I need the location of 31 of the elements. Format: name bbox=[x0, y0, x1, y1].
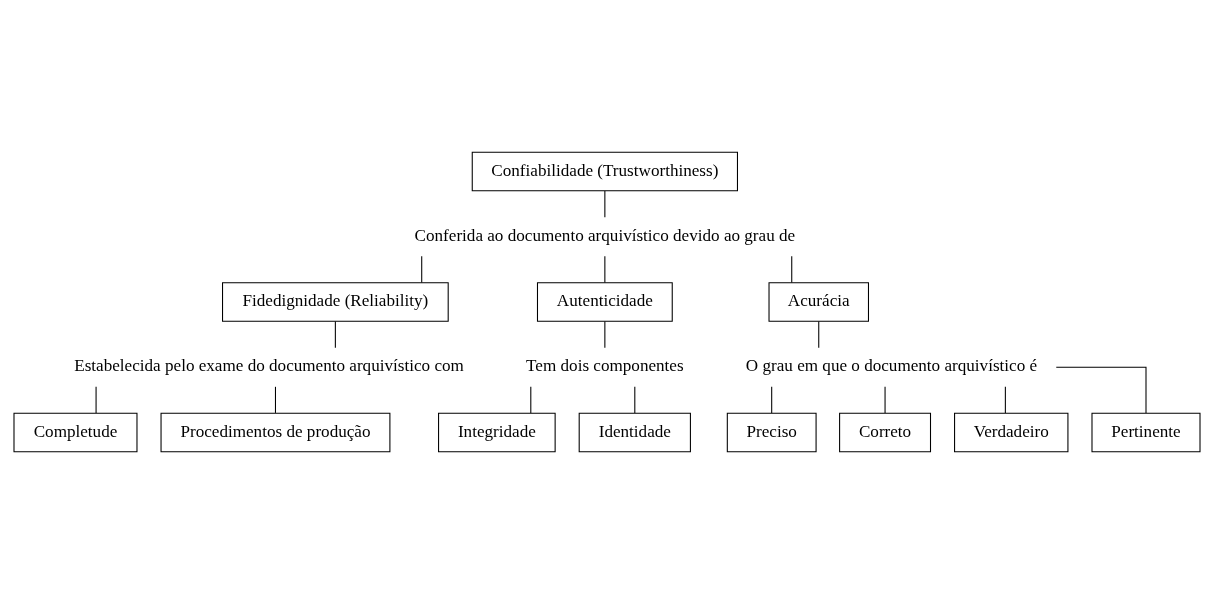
node-box: Fidedignidade (Reliability) bbox=[222, 281, 449, 322]
connector bbox=[604, 320, 606, 348]
node-text: O grau em que o documento arquivístico é bbox=[745, 355, 1038, 375]
connector bbox=[604, 190, 606, 218]
connector bbox=[95, 385, 97, 413]
connector bbox=[530, 385, 532, 413]
node-box: Preciso bbox=[726, 412, 817, 452]
connector bbox=[334, 320, 336, 348]
node-box: Acurácia bbox=[768, 281, 869, 322]
node-box: Verdadeiro bbox=[954, 412, 1069, 452]
node-box: Completude bbox=[13, 412, 138, 452]
node-box: Integridade bbox=[438, 412, 556, 452]
connector bbox=[274, 385, 276, 413]
connector bbox=[818, 320, 820, 348]
node-box: Correto bbox=[839, 412, 932, 452]
connector bbox=[604, 255, 606, 283]
connector bbox=[421, 255, 423, 283]
node-box: Identidade bbox=[578, 412, 691, 452]
node-box: Autenticidade bbox=[536, 281, 673, 322]
connector bbox=[791, 255, 793, 283]
node-box: Pertinente bbox=[1091, 412, 1201, 452]
node-text: Conferida ao documento arquivístico devido ao grau de bbox=[414, 225, 796, 245]
node-box: Confiabilidade (Trustworthiness) bbox=[471, 151, 738, 191]
connector bbox=[634, 385, 636, 413]
node-box: Procedimentos de produção bbox=[160, 412, 391, 452]
connector bbox=[1055, 366, 1147, 413]
node-text: Estabelecida pelo exame do documento arquivístico com bbox=[74, 355, 464, 375]
connector bbox=[771, 385, 773, 413]
node-text: Tem dois componentes bbox=[526, 355, 684, 375]
connector bbox=[1004, 385, 1006, 413]
connector bbox=[884, 385, 886, 413]
